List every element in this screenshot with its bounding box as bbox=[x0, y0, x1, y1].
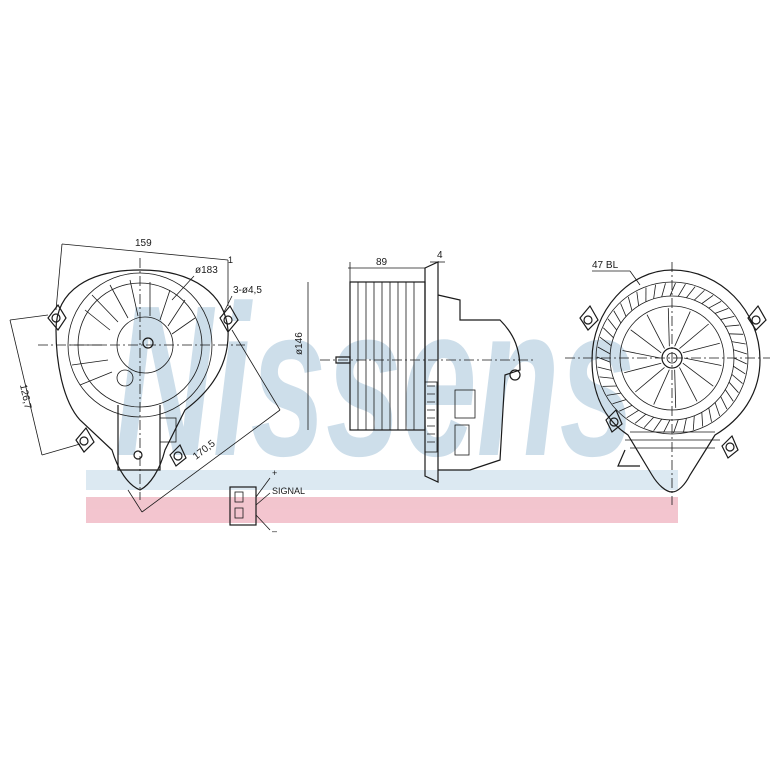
impeller-blade bbox=[725, 390, 733, 402]
connector-minus-label: – bbox=[272, 526, 277, 536]
impeller-blade bbox=[654, 285, 656, 299]
impeller-blade bbox=[693, 416, 694, 430]
impeller-spoke bbox=[635, 367, 664, 392]
impeller-blade bbox=[702, 412, 703, 426]
impeller-spoke bbox=[647, 315, 665, 349]
impeller-blade bbox=[715, 308, 728, 313]
impeller-blade bbox=[721, 396, 727, 409]
impeller-blade bbox=[662, 283, 666, 297]
dim-width-label: 159 bbox=[135, 238, 152, 249]
impeller-blade bbox=[709, 408, 712, 422]
impeller-blade bbox=[733, 350, 746, 354]
impeller-blade bbox=[734, 358, 747, 364]
impeller-blade bbox=[733, 366, 745, 374]
impeller-blade bbox=[654, 419, 662, 431]
impeller-blade bbox=[729, 334, 743, 335]
dim-flange-label: 4 bbox=[437, 250, 443, 261]
impeller-blade bbox=[702, 295, 713, 303]
impeller-blade bbox=[715, 403, 720, 416]
impeller-blade bbox=[637, 292, 639, 306]
dim-motor-diameter-label: ø146 bbox=[294, 332, 305, 355]
dim-blades-label: 47 BL bbox=[592, 260, 619, 271]
impeller-blade bbox=[732, 374, 743, 383]
dim-depth-label: 89 bbox=[376, 257, 388, 268]
impeller-blade bbox=[732, 342, 746, 344]
impeller-blade bbox=[709, 301, 721, 308]
callout-label: 1 bbox=[228, 255, 233, 265]
impeller-blade bbox=[694, 290, 704, 300]
connector-plus-label: + bbox=[272, 468, 277, 478]
dim-diameter-label: ø183 bbox=[195, 265, 218, 276]
impeller-blade bbox=[686, 287, 695, 298]
dim-height-label: 126,7 bbox=[17, 383, 33, 410]
impeller-blade bbox=[670, 283, 676, 296]
impeller-blade bbox=[721, 316, 735, 319]
impeller-spoke bbox=[679, 324, 708, 349]
impeller-spoke bbox=[679, 367, 697, 401]
impeller-blade bbox=[725, 325, 739, 326]
impeller-blade bbox=[674, 420, 679, 433]
impeller-spoke bbox=[683, 343, 720, 353]
dim-mount-holes-label: 3-ø4,5 bbox=[233, 285, 262, 296]
impeller-blade bbox=[635, 414, 646, 423]
impeller-spoke bbox=[684, 358, 721, 365]
impeller-blade bbox=[664, 420, 670, 433]
impeller-blade bbox=[684, 418, 687, 432]
impeller-blade bbox=[644, 417, 654, 427]
impeller-spoke bbox=[668, 308, 669, 346]
impeller-blade bbox=[729, 382, 738, 392]
impeller-spoke bbox=[675, 370, 676, 408]
connector-signal-label: SIGNAL bbox=[272, 486, 305, 496]
impeller-blade bbox=[678, 284, 685, 296]
